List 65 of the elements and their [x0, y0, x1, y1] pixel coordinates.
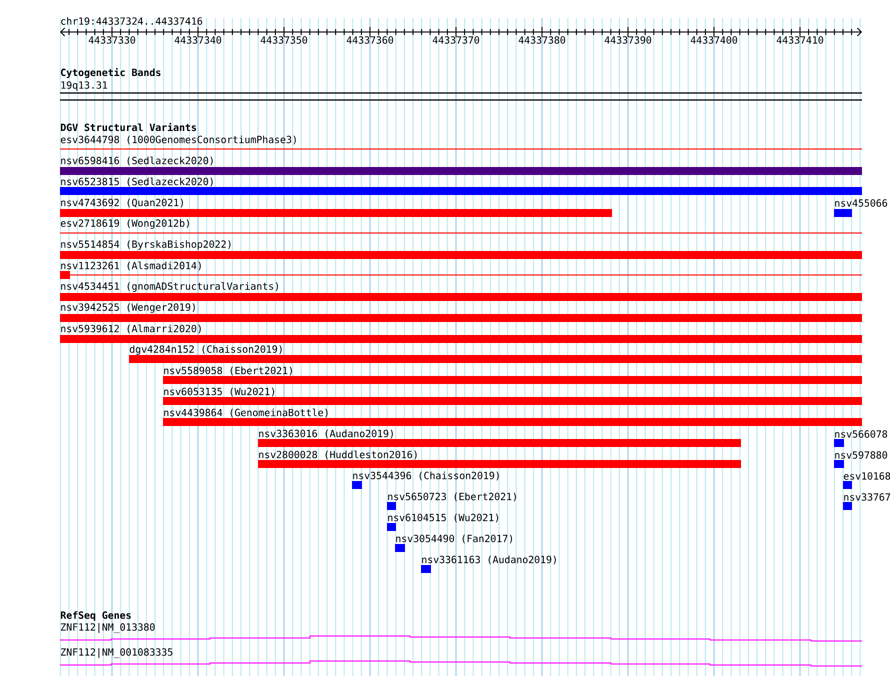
variant-feature: esv3644798 (1000GenomesConsortiumPhase3) [60, 136, 862, 150]
variant-feature: nsv5589058 (Ebert2021) [163, 366, 862, 384]
node-label: nsv4743692 (Quan2021) [61, 198, 183, 208]
variant-feature: nsv597880 [834, 451, 888, 468]
node-label: nsv3363016 (Audano2019) [259, 430, 393, 438]
gene-feature: ZNF112|NM_013380 [60, 623, 862, 642]
tick-label: 44337360 [346, 36, 394, 44]
node-label: nsv6598416 (Sedlazeck2020) [61, 156, 213, 166]
variant-feature: nsv6598416 (Sedlazeck2020) [60, 156, 862, 175]
node-label: nsv5650723 (Ebert2021) [388, 492, 516, 502]
node-label: nsv455066 [835, 199, 888, 207]
node-label: nsv3942525 (Wenger2019) [61, 303, 195, 313]
variant-feature: nsv3942525 (Wenger2019) [60, 303, 862, 322]
tick-label: 44337350 [260, 36, 308, 44]
variant-feature: nsv5514854 (ByrskaBishop2022) [60, 240, 862, 259]
variant-feature: nsv6053135 (Wu2021) [163, 388, 862, 405]
node-label: nsv6104515 (Wu2021) [388, 514, 498, 522]
tick-label: 44337390 [604, 36, 652, 44]
variant-feature: nsv4439864 (GenomeinaBottle) [163, 408, 862, 426]
node-label: nsv6523815 (Sedlazeck2020) [61, 178, 213, 186]
variant-feature: nsv33767 [843, 493, 890, 510]
variant-feature: nsv4534451 (gnomADStructuralVariants) [60, 282, 862, 301]
track-heading: Cytogenetic Bands [61, 68, 160, 78]
node-label: nsv5514854 (ByrskaBishop2022) [61, 240, 230, 250]
tick-label: 44337400 [690, 36, 738, 44]
node-label: nsv33767 [844, 493, 890, 501]
tick-label: 44337380 [518, 36, 566, 44]
variant-feature: nsv6104515 (Wu2021) [387, 514, 498, 531]
node-label: nsv5589058 (Ebert2021) [164, 366, 292, 376]
node-label: nsv566078 [835, 430, 888, 438]
variant-feature: nsv5650723 (Ebert2021) [387, 492, 516, 510]
variant-feature: nsv455066 [834, 199, 888, 217]
location-label: chr19:44337324..44337416 [61, 17, 202, 25]
variant-feature: nsv566078 [834, 430, 888, 447]
node-label: nsv4439864 (GenomeinaBottle) [164, 408, 328, 418]
node-label: nsv1123261 (Alsmadi2014) [61, 262, 201, 270]
variant-feature: nsv4743692 (Quan2021) [60, 198, 612, 217]
variant-feature: dgv4284n152 (Chaisson2019) [129, 345, 862, 363]
variant-feature: nsv6523815 (Sedlazeck2020) [60, 178, 862, 195]
variant-feature: nsv5939612 (Almarri2020) [60, 324, 862, 343]
variant-feature: nsv3361163 (Audano2019) [421, 556, 556, 573]
node-label: dgv4284n152 (Chaisson2019) [130, 345, 282, 355]
variant-feature: esv2718619 (Wong2012b) [60, 219, 862, 234]
node-label: esv10168 [844, 472, 890, 480]
tick-label: 44337330 [88, 36, 136, 44]
variant-feature: nsv3544396 (Chaisson2019) [352, 472, 499, 489]
variant-feature: nsv3054490 (Fan2017) [395, 534, 512, 552]
node-label: nsv3054490 (Fan2017) [396, 534, 512, 544]
variant-feature: nsv1123261 (Alsmadi2014) [60, 262, 862, 279]
tick-label: 44337370 [432, 36, 480, 44]
node-label: nsv5939612 (Almarri2020) [61, 324, 201, 334]
variant-feature: nsv3363016 (Audano2019) [258, 430, 741, 447]
node-label: nsv3544396 (Chaisson2019) [353, 472, 499, 480]
tick-label: 44337340 [174, 36, 222, 44]
node-label: nsv4534451 (gnomADStructuralVariants) [61, 282, 278, 292]
band-label: 19q13.31 [61, 81, 108, 91]
track-heading: RefSeq Genes [60, 611, 131, 621]
node-label: nsv2800028 (Huddleston2016) [259, 450, 417, 460]
node-label: nsv597880 [835, 451, 888, 459]
node-label: nsv3361163 (Audano2019) [422, 556, 556, 564]
variant-feature: esv10168 [843, 472, 890, 489]
gene-feature: ZNF112|NM_001083335 [60, 648, 862, 666]
tick-label: 44337410 [776, 36, 824, 44]
node-label: nsv6053135 (Wu2021) [164, 388, 274, 396]
variant-feature: nsv2800028 (Huddleston2016) [258, 450, 741, 468]
